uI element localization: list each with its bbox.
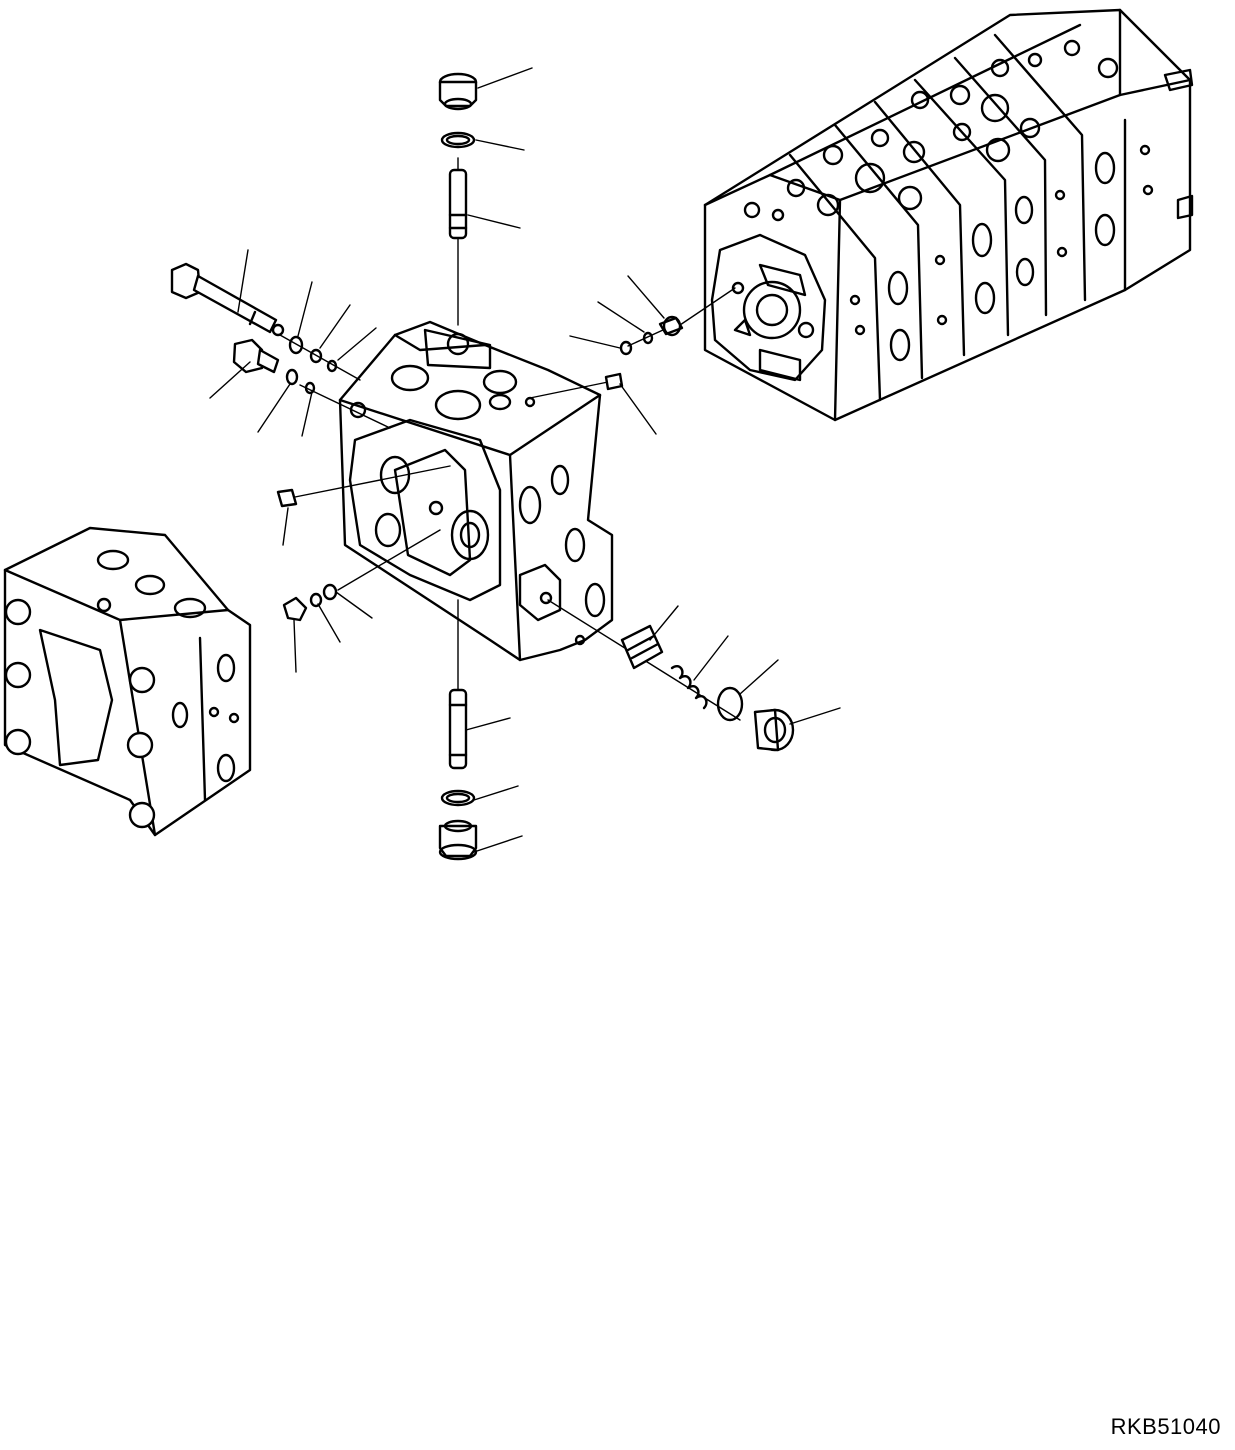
lower-check-group <box>282 529 441 622</box>
small-plug <box>276 465 451 508</box>
stack-seal-group <box>619 287 736 356</box>
spring-plug-group <box>547 599 795 752</box>
valve-stack-assembly <box>703 8 1194 422</box>
callout-leaders <box>209 67 841 853</box>
bottom-plug-stack <box>438 599 478 861</box>
long-relief-valve-group <box>170 262 361 381</box>
drawing-code: RKB51040 <box>1110 1414 1221 1439</box>
valve-section-body <box>338 320 614 662</box>
end-cap-assembly <box>3 526 252 837</box>
short-check-valve-group <box>232 338 391 429</box>
top-plug-stack <box>438 72 478 326</box>
